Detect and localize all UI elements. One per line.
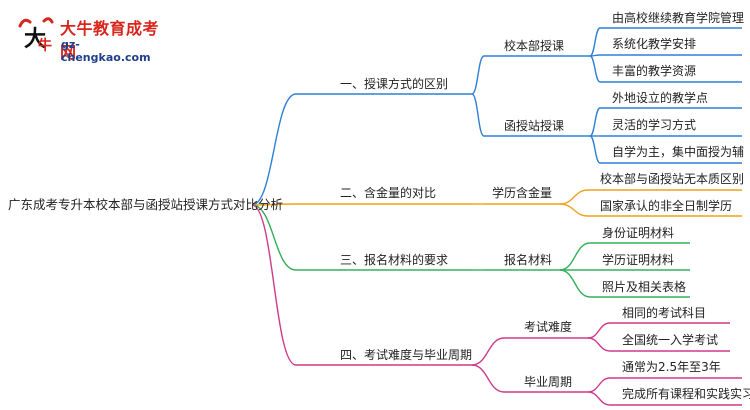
- leaf-node: 照片及相关表格: [602, 280, 687, 294]
- leaf-node: 校本部与函授站无本质区别: [600, 172, 745, 186]
- leaf-connector: [559, 269, 591, 298]
- branch-connector: [251, 204, 297, 366]
- branch-1-label: 一、授课方式的区别: [340, 77, 449, 91]
- leaf-connector: [587, 337, 611, 352]
- sub-connector: [471, 55, 485, 95]
- leaf-connector: [589, 27, 601, 57]
- branch-3-label: 三、报名材料的要求: [340, 253, 449, 267]
- leaf-node: 学历证明材料: [602, 253, 675, 267]
- leaf-node: 系统化教学安排: [612, 37, 697, 51]
- leaf-node: 灵活的学习方式: [612, 118, 697, 132]
- root-node: 广东成考专升本校本部与函授站授课方式对比分析: [8, 197, 284, 212]
- site-logo: 大 牛 大牛教育成考网 gz-chengkao.com: [16, 14, 166, 64]
- leaf-node: 自学为主，集中面授为辅: [612, 145, 745, 159]
- leaf-node: 身份证明材料: [602, 226, 675, 240]
- leaf-node: 完成所有课程和实践实习: [622, 387, 750, 401]
- sub-connector: [471, 364, 505, 393]
- leaf-connector: [589, 135, 601, 164]
- sub-connector: [471, 93, 485, 137]
- leaf-connector: [589, 55, 601, 83]
- sub-node-application-materials: 报名材料: [504, 253, 553, 267]
- leaf-connector: [587, 377, 611, 393]
- leaf-node: 由高校继续教育学院管理: [612, 11, 745, 25]
- branch-2-label: 二、含金量的对比: [340, 186, 437, 200]
- logo-site-url: gz-chengkao.com: [61, 38, 151, 64]
- branch-connector: [251, 204, 297, 271]
- leaf-node: 全国统一入学考试: [622, 333, 719, 347]
- leaf-connector: [587, 322, 611, 339]
- sub-node-station-teaching: 函授站授课: [504, 119, 565, 133]
- branch-connector: [251, 93, 297, 206]
- leaf-node: 外地设立的教学点: [612, 91, 709, 105]
- leaf-connector: [589, 107, 601, 137]
- sub-node-campus-teaching: 校本部授课: [504, 39, 565, 53]
- logo-site-name: 大牛教育成考网: [60, 19, 160, 62]
- svg-text:大: 大: [24, 26, 46, 52]
- svg-text:牛: 牛: [38, 37, 52, 54]
- leaf-node: 丰富的教学资源: [612, 64, 697, 78]
- branch-connector: [251, 203, 297, 206]
- leaf-connector: [559, 242, 591, 271]
- leaf-connector: [559, 189, 589, 205]
- sub-node-exam-difficulty: 考试难度: [524, 320, 573, 334]
- sub-connector: [471, 337, 505, 366]
- sub-node-graduation-period: 毕业周期: [524, 375, 573, 389]
- leaf-node: 通常为2.5年至3年: [622, 360, 721, 374]
- leaf-connector: [559, 203, 589, 217]
- cow-mascot-icon: 大 牛: [18, 17, 54, 54]
- leaf-node: 国家承认的非全日制学历: [600, 199, 733, 213]
- leaf-connector: [587, 391, 611, 406]
- sub-node-degree-value: 学历含金量: [492, 186, 553, 200]
- branch-4-label: 四、考试难度与毕业周期: [340, 348, 473, 362]
- leaf-node: 相同的考试科目: [622, 306, 707, 320]
